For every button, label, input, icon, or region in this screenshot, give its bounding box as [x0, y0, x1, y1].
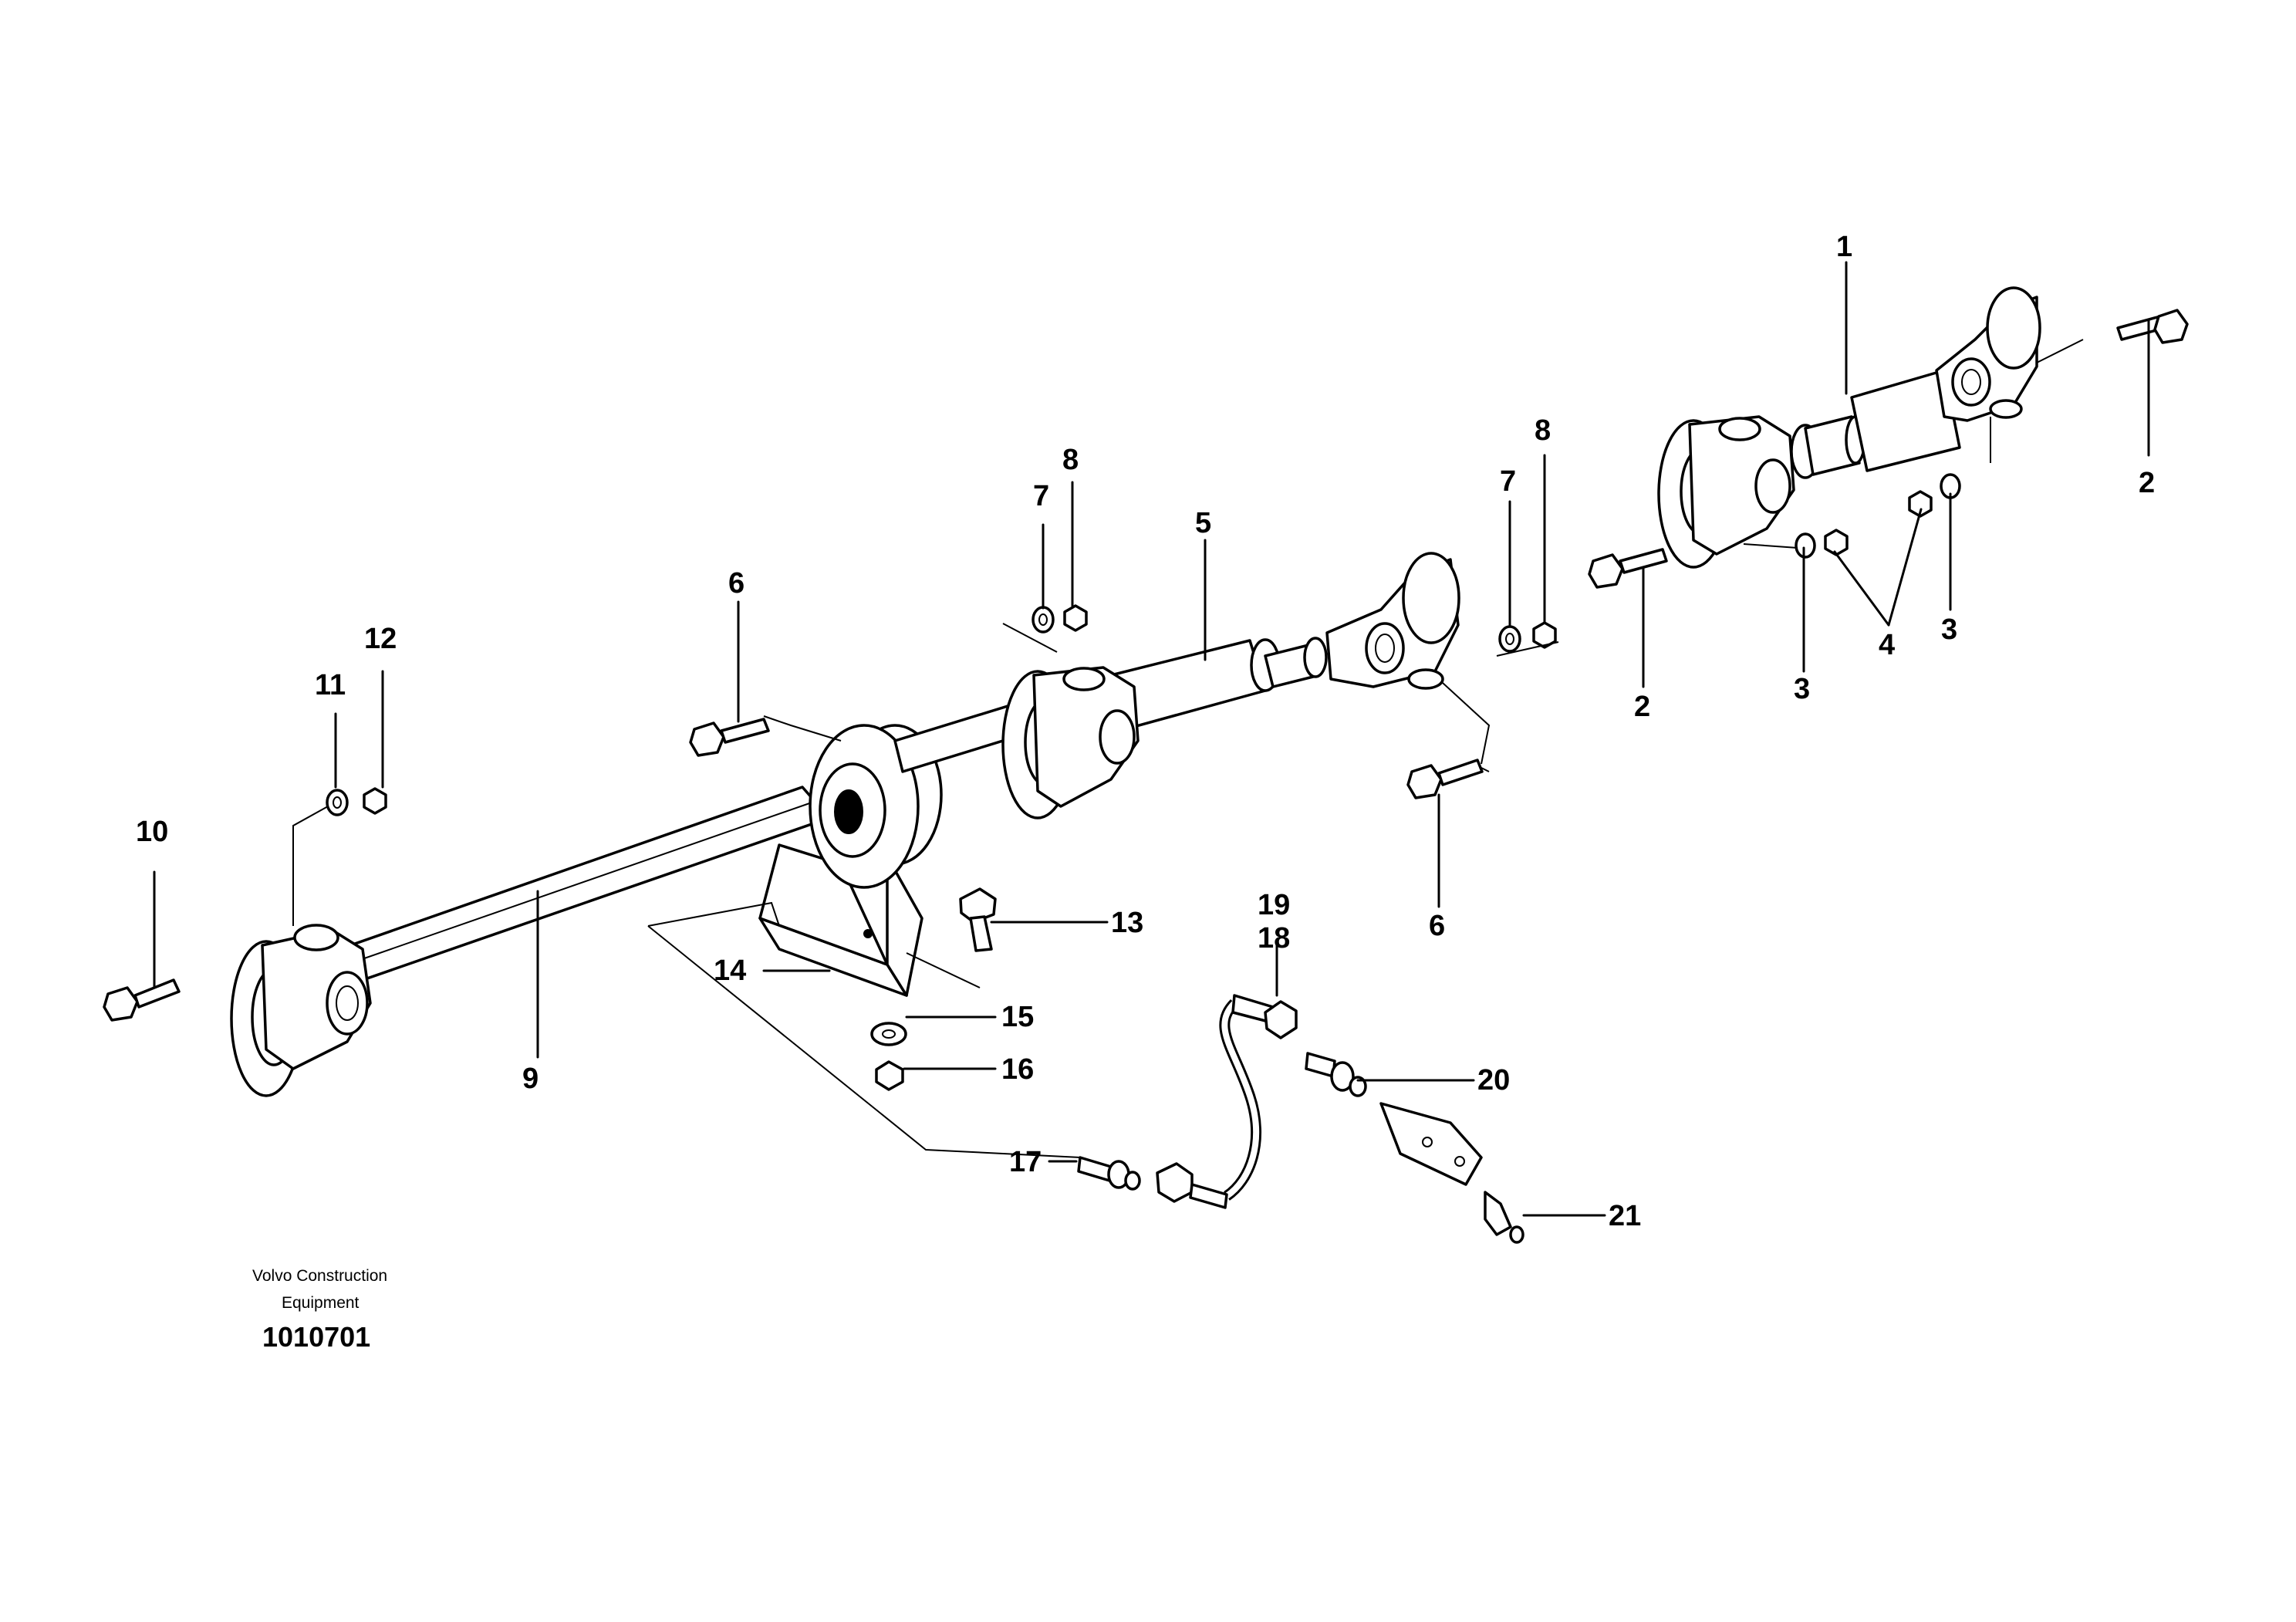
callout-20: 20	[1477, 1064, 1510, 1097]
callout-3-right: 3	[1941, 613, 1957, 646]
bolt-6-right	[1406, 759, 1484, 799]
grease-hose-assembly	[1077, 994, 1524, 1244]
callout-16: 16	[1001, 1053, 1034, 1086]
bolt-6-left	[689, 718, 770, 757]
callout-17: 17	[1009, 1146, 1042, 1178]
document-number: 1010701	[262, 1321, 370, 1353]
caption-line-2: Equipment	[282, 1294, 360, 1312]
callout-8-right: 8	[1535, 414, 1551, 447]
callout-6-left: 6	[728, 567, 745, 600]
callout-8-left: 8	[1062, 444, 1079, 476]
callout-2-left: 2	[1634, 691, 1650, 723]
callout-labels: 1 2 2 3 3 4 5 6 6 7 8 7 8 9 10 11 12 13 …	[136, 231, 2155, 1232]
callout-18: 18	[1258, 922, 1290, 955]
caption-line-1: Volvo Construction	[252, 1267, 387, 1285]
bolt-10	[103, 978, 181, 1022]
callout-5: 5	[1195, 507, 1211, 539]
callout-7-left: 7	[1033, 480, 1049, 512]
bolt-2-left	[1588, 548, 1668, 589]
callout-1: 1	[1836, 231, 1852, 263]
propeller-shaft-5	[893, 552, 1460, 819]
callout-10: 10	[136, 816, 168, 848]
propeller-shaft-1	[1657, 286, 2041, 569]
callout-19: 19	[1258, 889, 1290, 921]
callout-14: 14	[714, 955, 746, 987]
bolt-13	[959, 887, 997, 952]
callout-4: 4	[1879, 629, 1895, 661]
washers-and-nuts	[326, 473, 1961, 1091]
callout-13: 13	[1111, 907, 1143, 939]
callout-9: 9	[522, 1063, 539, 1095]
callout-2-right: 2	[2139, 467, 2155, 499]
callout-12: 12	[364, 623, 397, 655]
bolt-2-right	[2116, 309, 2189, 344]
callout-6-right: 6	[1429, 910, 1445, 942]
callout-21: 21	[1609, 1200, 1641, 1232]
propeller-shaft-9	[230, 786, 831, 1097]
callout-3-left: 3	[1794, 673, 1810, 705]
leader-lines	[153, 261, 2150, 1217]
caption-block: Volvo Construction Equipment 1010701	[252, 1267, 387, 1353]
callout-11: 11	[315, 669, 346, 701]
assembly-lines	[292, 339, 2084, 1158]
callout-7-right: 7	[1500, 465, 1516, 498]
callout-15: 15	[1001, 1001, 1034, 1033]
